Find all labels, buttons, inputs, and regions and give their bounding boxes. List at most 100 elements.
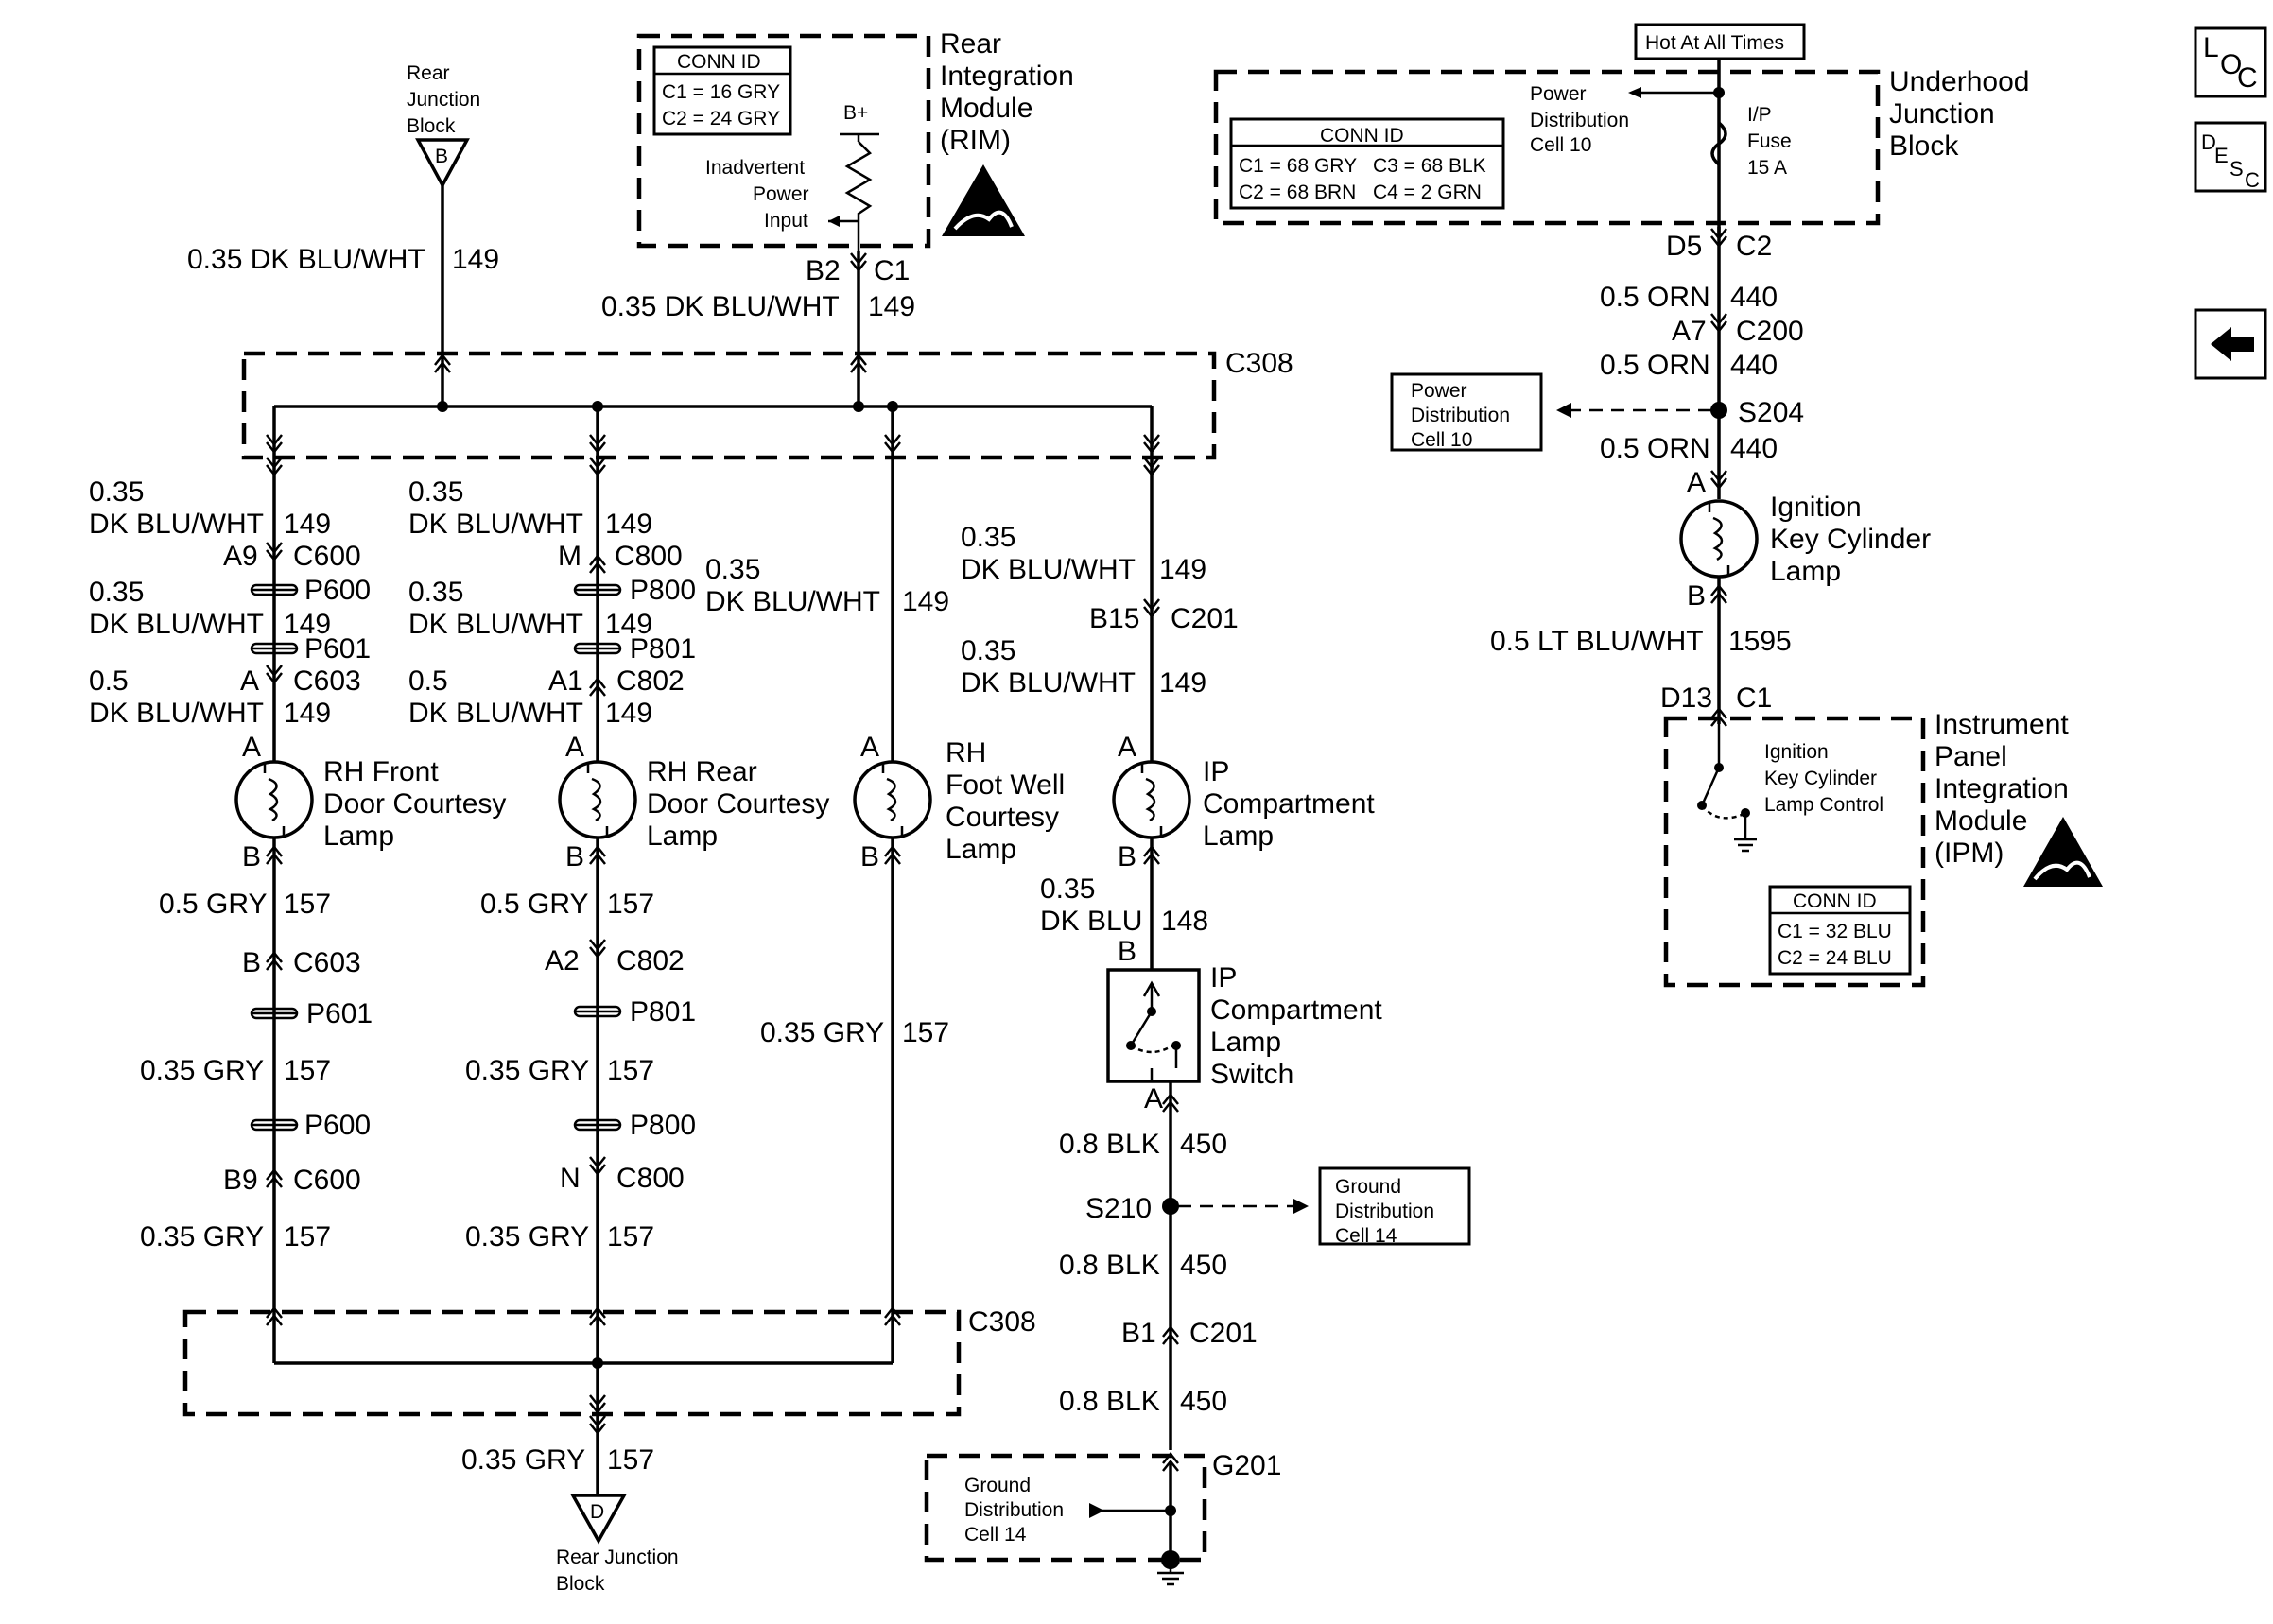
svg-text:CONN ID: CONN ID (1793, 890, 1877, 912)
svg-text:Integration: Integration (940, 60, 1074, 92)
svg-text:Hot At All Times: Hot At All Times (1645, 32, 1784, 54)
instrument-panel-integration-module: Ignition Key Cylinder Lamp Control CONN … (1663, 716, 1926, 988)
lamp-bulb-icon (853, 760, 932, 839)
svg-text:0.5 GRY: 0.5 GRY (159, 889, 268, 920)
svg-text:149: 149 (1159, 554, 1206, 585)
svg-text:149: 149 (284, 509, 331, 540)
svg-text:(RIM): (RIM) (940, 125, 1011, 156)
svg-text:Cell 14: Cell 14 (1335, 1225, 1397, 1247)
svg-text:0.35 GRY: 0.35 GRY (465, 1221, 589, 1253)
junction-block-triangle-icon (570, 1494, 627, 1545)
svg-text:P600: P600 (304, 1110, 371, 1141)
svg-text:Lamp: Lamp (1210, 1027, 1281, 1058)
svg-text:B2: B2 (806, 255, 841, 286)
svg-text:A9: A9 (223, 541, 258, 572)
svg-text:IP: IP (1210, 962, 1237, 993)
svg-text:157: 157 (607, 889, 654, 920)
circuit-rh-foot-well: 0.35 DK BLU/WHT 149 A B RH Foot Well Cou… (705, 458, 1065, 1304)
svg-text:149: 149 (284, 609, 331, 640)
svg-text:DK BLU/WHT: DK BLU/WHT (89, 509, 264, 540)
svg-text:B15: B15 (1089, 603, 1139, 634)
svg-text:Module: Module (1935, 805, 2027, 837)
svg-text:0.35 DK BLU/WHT: 0.35 DK BLU/WHT (601, 291, 840, 322)
svg-text:Module: Module (940, 93, 1032, 124)
svg-text:Lamp: Lamp (323, 821, 394, 852)
svg-text:149: 149 (1159, 667, 1206, 699)
svg-text:1595: 1595 (1728, 626, 1792, 657)
svg-text:Ground: Ground (1335, 1176, 1401, 1198)
svg-text:B9: B9 (223, 1165, 258, 1196)
svg-text:D13: D13 (1660, 682, 1712, 714)
svg-text:Junction: Junction (407, 89, 480, 111)
svg-text:P800: P800 (630, 1110, 696, 1141)
svg-text:Compartment: Compartment (1210, 994, 1382, 1026)
rear-integration-module: CONN ID C1 = 16 GRY C2 = 24 GRY B+ Inadv… (636, 28, 1074, 251)
svg-text:0.35 DK BLU/WHT: 0.35 DK BLU/WHT (187, 244, 425, 275)
svg-text:157: 157 (607, 1055, 654, 1086)
svg-text:149: 149 (452, 244, 499, 275)
svg-text:0.5 ORN: 0.5 ORN (1600, 350, 1710, 381)
fuse-icon (1710, 121, 1727, 166)
back-button[interactable] (2194, 308, 2267, 380)
svg-text:Lamp: Lamp (946, 834, 1016, 865)
svg-text:A: A (1687, 467, 1706, 498)
svg-text:0.5 ORN: 0.5 ORN (1600, 282, 1710, 313)
svg-text:Distribution: Distribution (1335, 1201, 1434, 1222)
svg-text:440: 440 (1730, 433, 1778, 464)
svg-text:0.5 GRY: 0.5 GRY (480, 889, 589, 920)
circuit-rh-front-door: 0.35 DK BLU/WHT 149 A9 C600 P600 0.35 DK… (89, 456, 506, 1304)
svg-text:B: B (1687, 580, 1706, 612)
rear-junction-block-bottom: D Rear Junction Block (556, 1494, 679, 1595)
svg-text:Integration: Integration (1935, 773, 2069, 804)
svg-text:C1 = 68 GRY: C1 = 68 GRY (1239, 155, 1357, 177)
svg-text:Distribution: Distribution (1530, 110, 1629, 131)
svg-text:440: 440 (1730, 282, 1778, 313)
svg-text:S204: S204 (1738, 397, 1804, 428)
svg-text:C2 = 68 BRN: C2 = 68 BRN (1239, 181, 1356, 203)
resistor-icon (844, 141, 873, 251)
svg-text:C2 = 24 BLU: C2 = 24 BLU (1778, 947, 1892, 969)
svg-text:DK BLU: DK BLU (1040, 906, 1142, 937)
svg-text:Cell 10: Cell 10 (1530, 134, 1591, 156)
svg-text:A: A (240, 665, 259, 697)
svg-text:Cell 10: Cell 10 (1411, 429, 1472, 451)
svg-text:Junction: Junction (1889, 98, 1995, 130)
svg-text:0.5: 0.5 (408, 665, 448, 697)
svg-text:0.35: 0.35 (408, 577, 463, 608)
svg-text:P600: P600 (304, 575, 371, 606)
svg-text:CONN ID: CONN ID (1320, 125, 1404, 147)
svg-text:P801: P801 (630, 633, 696, 665)
svg-text:149: 149 (605, 698, 652, 729)
svg-text:DK BLU/WHT: DK BLU/WHT (961, 667, 1136, 699)
desc-letter-s: S (2230, 157, 2244, 181)
svg-text:0.5: 0.5 (89, 665, 129, 697)
svg-text:C600: C600 (293, 541, 361, 572)
svg-text:RH Rear: RH Rear (647, 756, 757, 787)
svg-text:S210: S210 (1085, 1193, 1152, 1224)
svg-text:157: 157 (284, 889, 331, 920)
lamp-bulb-icon (234, 760, 314, 839)
svg-text:450: 450 (1180, 1129, 1227, 1160)
svg-text:0.35 GRY: 0.35 GRY (760, 1017, 884, 1048)
svg-text:IP: IP (1203, 756, 1229, 787)
svg-text:0.35 GRY: 0.35 GRY (461, 1444, 585, 1476)
svg-text:Block: Block (407, 115, 456, 137)
svg-text:Panel: Panel (1935, 741, 2007, 772)
svg-text:Input: Input (764, 210, 808, 232)
svg-text:Lamp: Lamp (1770, 556, 1841, 587)
svg-text:440: 440 (1730, 350, 1778, 381)
svg-text:Switch: Switch (1210, 1059, 1293, 1090)
svg-text:P601: P601 (306, 998, 373, 1029)
svg-text:P601: P601 (304, 633, 371, 665)
svg-text:DK BLU/WHT: DK BLU/WHT (961, 554, 1136, 585)
circuit-rh-rear-door: 0.35 DK BLU/WHT 149 M C800 P800 0.35 DK … (408, 456, 829, 1304)
svg-text:A7: A7 (1672, 316, 1707, 347)
svg-text:CONN ID: CONN ID (677, 51, 761, 73)
svg-text:149: 149 (605, 509, 652, 540)
svg-text:0.35: 0.35 (961, 522, 1015, 553)
svg-text:Distribution: Distribution (1411, 405, 1510, 426)
desc-button[interactable]: D E S C (2194, 121, 2267, 193)
loc-button[interactable]: L O C (2194, 26, 2267, 98)
ground-icon (1157, 1560, 1184, 1586)
svg-text:C1: C1 (874, 255, 910, 286)
